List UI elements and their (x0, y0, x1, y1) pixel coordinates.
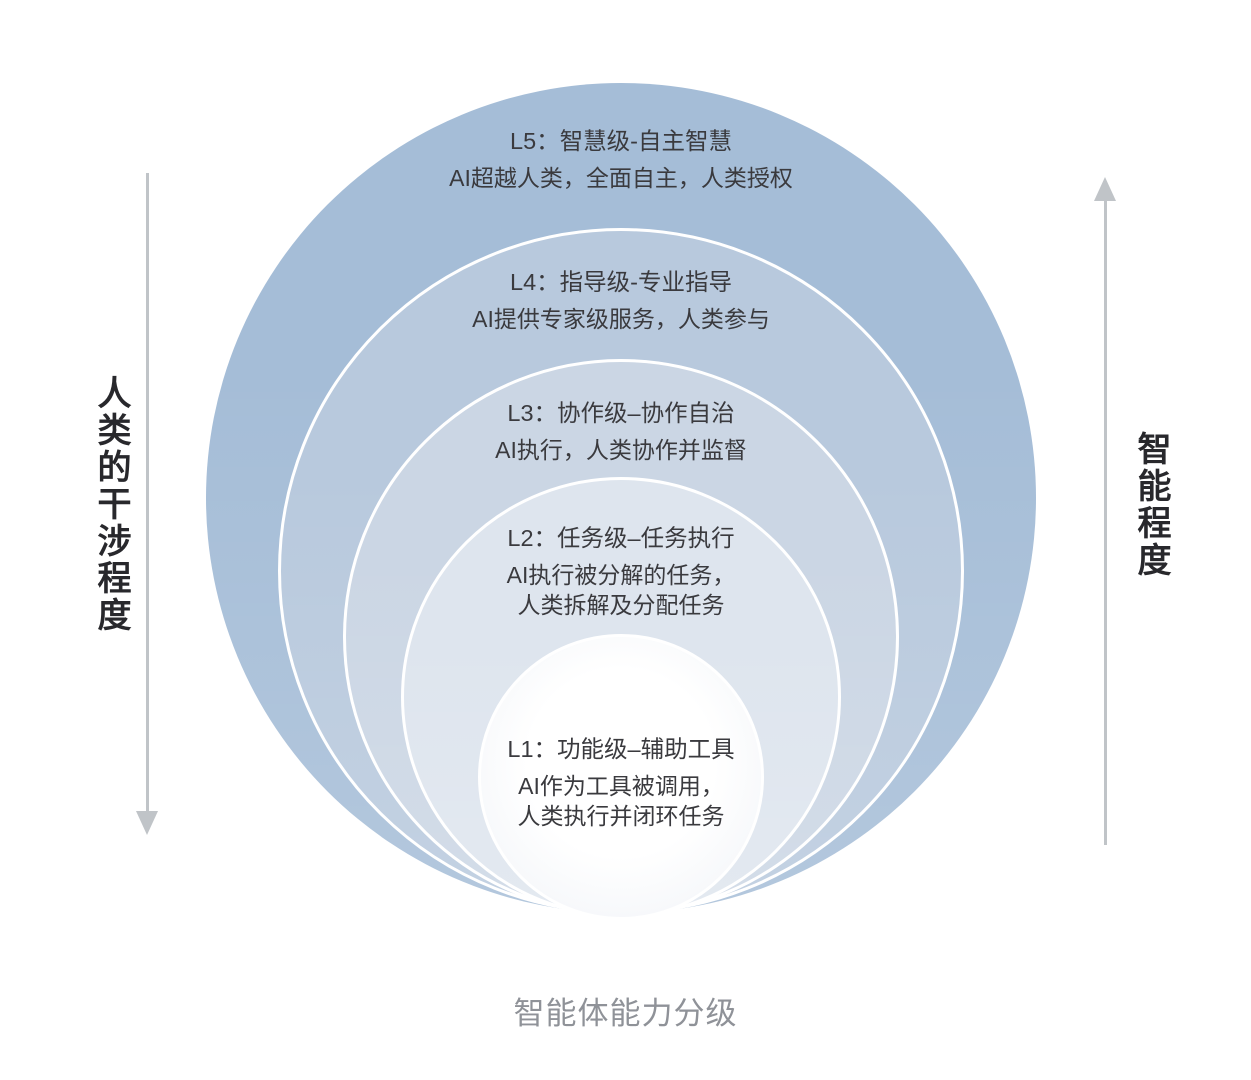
up-arrow-icon (1094, 177, 1116, 201)
right-axis-line (1104, 201, 1107, 845)
down-arrow-icon (136, 811, 158, 835)
diagram-caption: 智能体能力分级 (513, 996, 738, 1031)
level-l3-subtitle: AI执行，人类协作并监督 (495, 437, 747, 463)
level-l5-text: L5：智慧级-自主智慧 AI超越人类，全面自主，人类授权 (0, 126, 1242, 193)
left-axis-line (146, 173, 149, 811)
level-l2-subtitle-line2: 人类拆解及分配任务 (517, 592, 725, 618)
left-axis-label: 人类的干涉程度 (92, 375, 130, 634)
level-l1-title: L1：功能级–辅助工具 (507, 736, 735, 762)
level-l4-subtitle: AI提供专家级服务，人类参与 (472, 306, 770, 332)
level-l5-title: L5：智慧级-自主智慧 (510, 128, 732, 154)
level-l1-text: L1：功能级–辅助工具 AI作为工具被调用， 人类执行并闭环任务 (0, 734, 1242, 831)
level-l2-text: L2：任务级–任务执行 AI执行被分解的任务， 人类拆解及分配任务 (0, 523, 1242, 620)
circle-l2 (401, 477, 841, 917)
level-l3-text: L3：协作级–协作自治 AI执行，人类协作并监督 (0, 398, 1242, 465)
circle-l1 (478, 634, 764, 920)
level-l1-subtitle-line2: 人类执行并闭环任务 (517, 803, 725, 829)
level-l3-title: L3：协作级–协作自治 (507, 400, 735, 426)
level-l2-title: L2：任务级–任务执行 (507, 525, 735, 551)
level-l2-subtitle-line1: AI执行被分解的任务， (506, 562, 736, 588)
right-axis-label: 智能程度 (1132, 431, 1170, 579)
level-l4-title: L4：指导级-专业指导 (510, 269, 732, 295)
level-l1-subtitle-line1: AI作为工具被调用， (518, 773, 724, 799)
level-l5-subtitle: AI超越人类，全面自主，人类授权 (449, 165, 793, 191)
level-l4-text: L4：指导级-专业指导 AI提供专家级服务，人类参与 (0, 267, 1242, 334)
